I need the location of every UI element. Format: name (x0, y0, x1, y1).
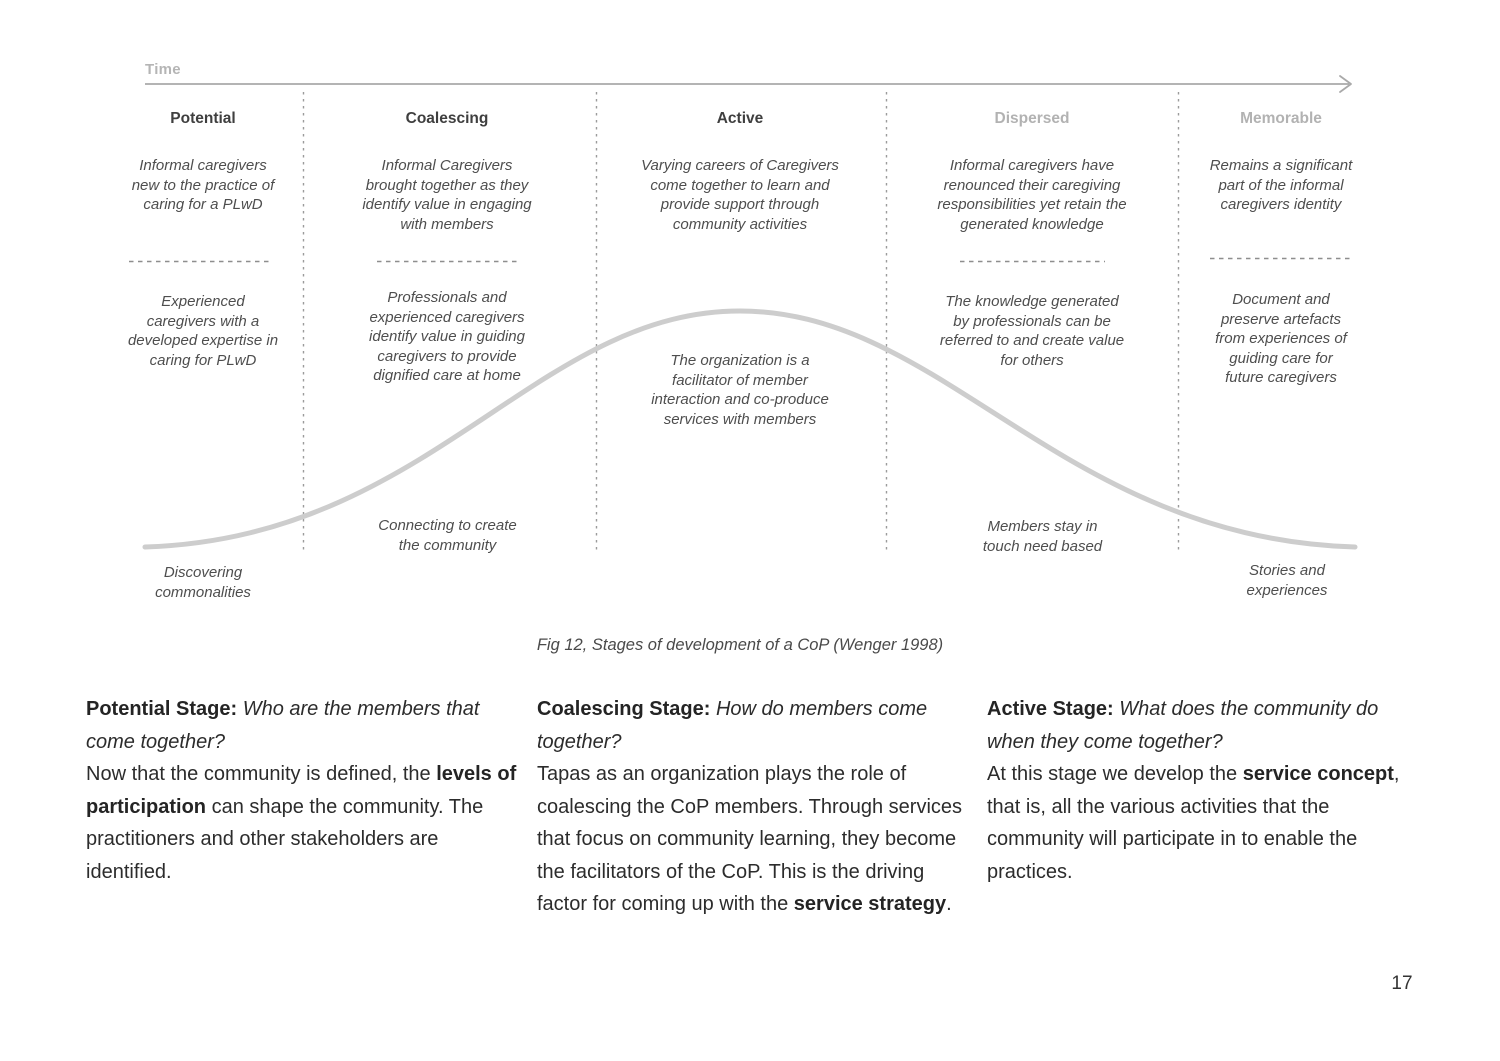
stage-description-late: Experienced caregivers with a developed … (127, 293, 279, 369)
paragraph-coalescing-stage: Coalescing Stage: How do members come to… (537, 693, 977, 921)
curve-label-members-stay-in-touch: Members stay in touch need based (982, 518, 1103, 555)
stage-paragraph-question: How do members come together? (537, 698, 928, 753)
stage-description-late: The organization is a facilitator of mem… (651, 352, 829, 428)
stage-paragraph-question: Who are the members that come together? (86, 698, 480, 753)
paragraph-lead: Coalescing Stage: How do members come to… (537, 693, 977, 758)
stage-paragraph-title: Coalescing Stage: (537, 698, 711, 720)
curve-label-stories-experiences: Stories and experiences (1246, 562, 1328, 599)
time-axis-label: Time (145, 61, 181, 78)
curve-label-connecting-community: Connecting to create the community (378, 517, 517, 554)
stage-title: Memorable (1240, 110, 1322, 127)
paragraph-body: Tapas as an organization plays the role … (537, 763, 963, 915)
stage-description-early: Informal Caregivers brought together as … (362, 157, 532, 233)
paragraph-lead: Potential Stage: Who are the members tha… (86, 693, 518, 758)
figure-caption: Fig 12, Stages of development of a CoP (… (536, 636, 944, 654)
stage-title: Potential (170, 110, 236, 127)
paragraph-lead: Active Stage: What does the community do… (987, 693, 1419, 758)
cop-stages-figure: Time Potential Informal caregivers new t… (127, 61, 1358, 654)
stage-title: Coalescing (405, 110, 489, 127)
paragraph-body: At this stage we develop the service con… (987, 763, 1400, 883)
time-arrowhead-icon (1339, 75, 1352, 93)
stage-description-late: The knowledge generated by professionals… (939, 293, 1125, 369)
stage-description-early: Varying careers of Caregivers come toget… (641, 157, 839, 233)
stage-paragraph-title: Active Stage: (987, 698, 1114, 720)
stage-paragraph-title: Potential Stage: (86, 698, 238, 720)
stage-paragraph-question: What does the community do when they com… (987, 698, 1379, 753)
curve-label-discovering-commonalities: Discovering commonalities (155, 564, 251, 601)
paragraph-potential-stage: Potential Stage: Who are the members tha… (86, 693, 518, 888)
stage-title: Dispersed (994, 110, 1070, 127)
stage-description-early: Informal caregivers have renounced their… (937, 157, 1127, 233)
stage-title: Active (716, 110, 764, 127)
development-curve (142, 308, 1358, 550)
stage-description-early: Remains a significant part of the inform… (1209, 157, 1353, 213)
stage-description-late: Professionals and experienced caregivers… (369, 289, 525, 384)
paragraph-active-stage: Active Stage: What does the community do… (987, 693, 1419, 888)
stage-description-late: Document and preserve artefacts from exp… (1215, 291, 1347, 386)
paragraph-body: Now that the community is defined, the l… (86, 763, 517, 883)
stage-description-early: Informal caregivers new to the practice … (131, 157, 275, 213)
page-number: 17 (1391, 973, 1413, 994)
figure-canvas (129, 75, 1358, 553)
